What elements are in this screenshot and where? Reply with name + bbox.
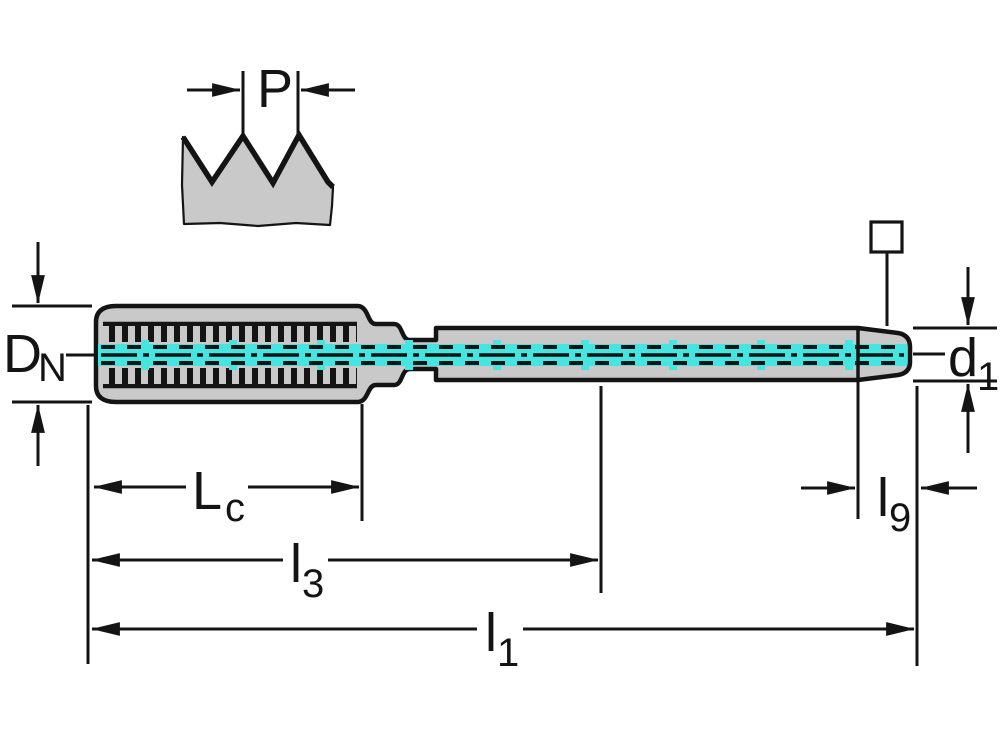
overall-length-label: l1 xyxy=(485,603,519,675)
pitch-label: P xyxy=(257,59,293,119)
square-icon xyxy=(869,220,904,254)
thread-teeth-bottom xyxy=(103,368,357,388)
nominal-diameter-label: DN xyxy=(3,324,67,390)
dimension-shank-diameter: d1 xyxy=(913,267,999,453)
thread-profile-crest-line xyxy=(180,129,335,189)
square-drive-symbol xyxy=(869,220,904,326)
dimension-nominal-diameter: DN xyxy=(3,242,97,466)
thread-length-label: Lc xyxy=(192,461,245,530)
dimension-overall-length: l1 xyxy=(91,603,915,675)
tap-body xyxy=(93,303,913,405)
thread-teeth-top xyxy=(103,322,357,342)
dimension-thread-length: Lc xyxy=(93,461,360,530)
l3-label: l3 xyxy=(290,534,324,606)
dimension-square-length: l9 xyxy=(801,468,977,540)
dimension-l3: l3 xyxy=(91,534,599,606)
shank-diameter-label: d1 xyxy=(948,328,999,399)
square-length-label: l9 xyxy=(877,468,911,540)
thread-profile-detail: P xyxy=(180,59,355,228)
extension-lines xyxy=(86,380,919,666)
